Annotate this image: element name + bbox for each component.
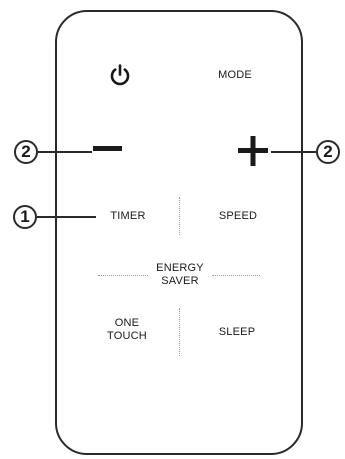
speed-label: SPEED <box>219 210 257 222</box>
timer-callout-badge: 1 <box>13 205 37 229</box>
plus-callout-number: 2 <box>323 142 332 161</box>
power-button[interactable] <box>107 62 133 88</box>
one-touch-label-line1: ONE <box>96 317 158 330</box>
timer-button[interactable]: TIMER <box>97 210 159 223</box>
minus-callout-badge: 2 <box>14 140 38 164</box>
mode-label: MODE <box>218 69 252 81</box>
plus-callout-leader <box>271 151 316 153</box>
sleep-button[interactable]: SLEEP <box>206 326 268 339</box>
energy-saver-button[interactable]: ENERGY SAVER <box>146 262 214 288</box>
mode-button[interactable]: MODE <box>205 69 265 82</box>
energy-saver-label-line2: SAVER <box>146 275 214 288</box>
timer-label: TIMER <box>110 210 145 222</box>
power-icon <box>107 62 133 88</box>
timer-callout-leader <box>37 216 96 218</box>
divider-upper <box>179 197 180 235</box>
energy-saver-label-line1: ENERGY <box>146 262 214 275</box>
speed-button[interactable]: SPEED <box>207 210 269 223</box>
minus-button[interactable] <box>92 136 126 160</box>
plus-button[interactable] <box>237 135 271 169</box>
minus-icon <box>92 136 126 160</box>
timer-callout-number: 1 <box>20 207 29 226</box>
one-touch-button[interactable]: ONE TOUCH <box>96 317 158 343</box>
sleep-label: SLEEP <box>219 326 255 338</box>
minus-callout-leader <box>38 151 92 153</box>
plus-icon <box>237 135 271 169</box>
one-touch-label-line2: TOUCH <box>96 330 158 343</box>
minus-callout-number: 2 <box>21 142 30 161</box>
divider-left <box>98 275 148 276</box>
plus-callout-badge: 2 <box>316 140 340 164</box>
divider-lower <box>179 308 180 356</box>
divider-right <box>212 275 260 276</box>
